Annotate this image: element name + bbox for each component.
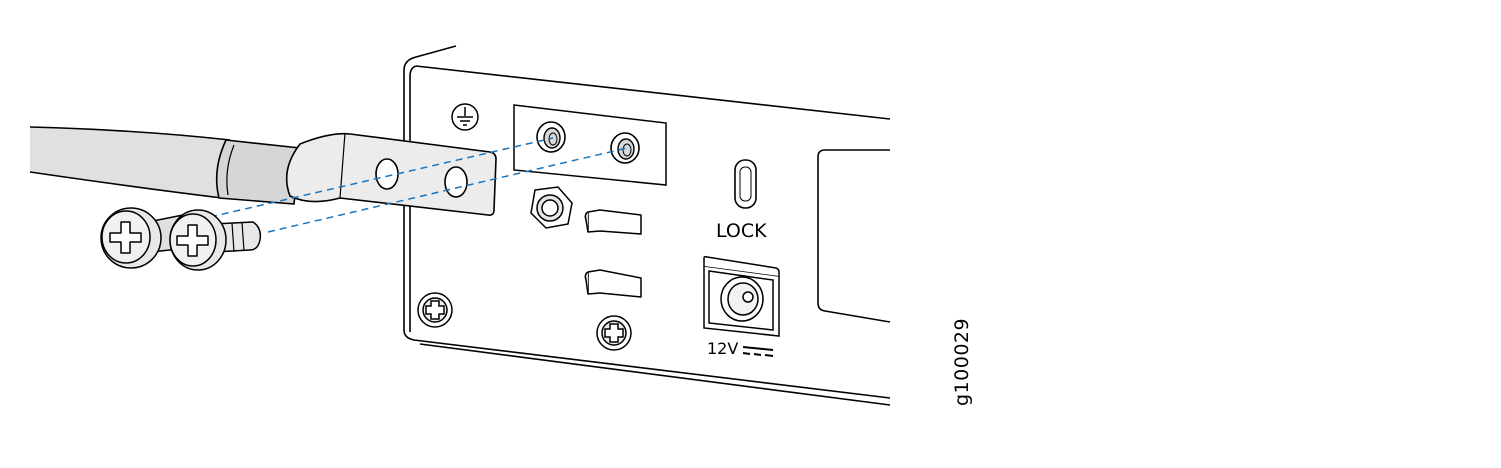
rail-clip-bottom — [584, 269, 642, 298]
ground-screw-front — [169, 209, 262, 271]
ground-stud-hole-left — [536, 121, 566, 153]
chassis-screw-center — [596, 315, 632, 351]
lug-hole-left — [375, 158, 399, 190]
lug-hole-right — [444, 166, 468, 198]
ground-symbol-icon — [451, 103, 479, 131]
chassis-screw-left — [417, 292, 453, 328]
lug-barrel — [215, 139, 301, 205]
alignment-guides — [209, 137, 628, 233]
chassis — [403, 45, 891, 406]
dc-symbol-icon — [742, 346, 774, 357]
lock-label: LOCK — [716, 220, 767, 242]
ground-cable — [30, 127, 230, 198]
grounding-plate — [513, 104, 667, 186]
hex-nut — [530, 186, 573, 229]
rail-clip-top — [584, 209, 642, 235]
power-label: 12V — [707, 339, 738, 358]
front-panel-window — [817, 149, 891, 323]
power-jack — [703, 255, 780, 337]
figure-id: g100029 — [951, 318, 973, 406]
